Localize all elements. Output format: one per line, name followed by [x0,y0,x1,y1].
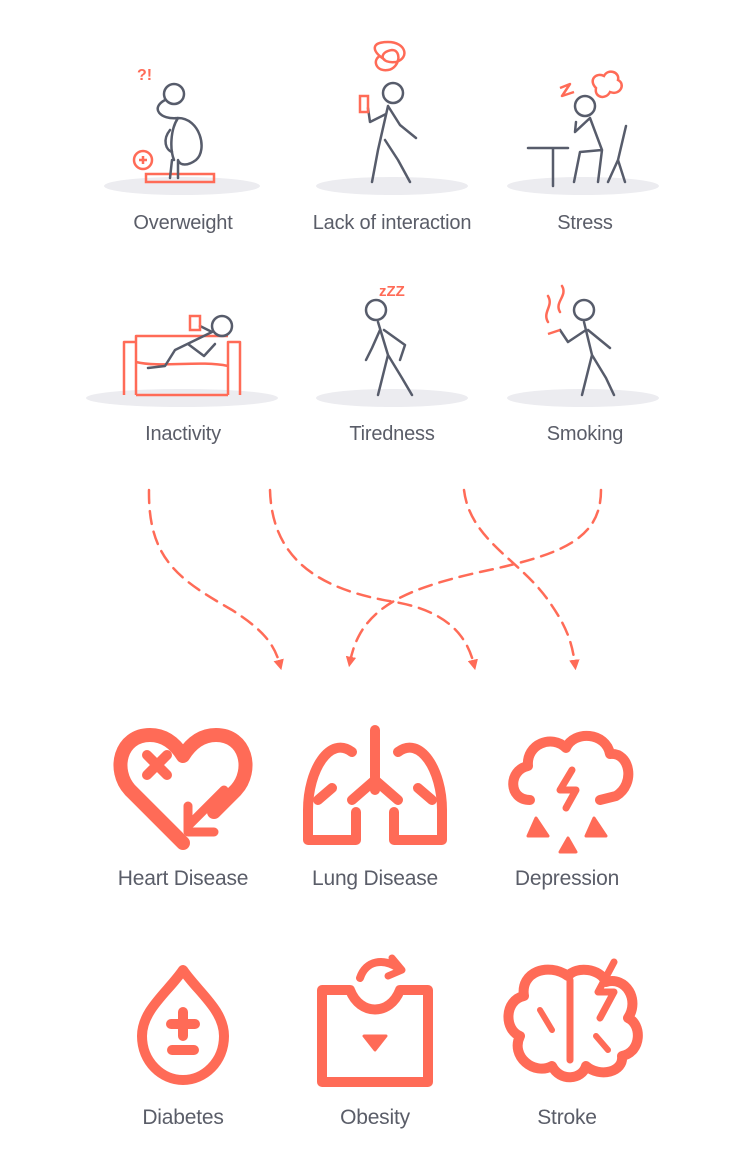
smoking-figure-icon [507,284,659,407]
cause-label-lack-of-interaction: Lack of interaction [312,212,472,234]
stressed-desk-figure-icon [507,70,659,195]
cause-label-overweight: Overweight [133,212,233,234]
arrow-inactivity-heart [147,488,284,671]
overweight-figure-icon: ?! [104,67,260,195]
phone-user-figure-icon [316,40,468,195]
brain-lightning-icon [503,958,643,1083]
blood-drop-plus-minus-icon [137,965,229,1085]
disease-label-obesity: Obesity [340,1106,410,1129]
cause-label-inactivity: Inactivity [145,423,221,445]
disease-label-lung: Lung Disease [311,867,439,890]
cause-label-tiredness: Tiredness [349,423,435,445]
sleep-glyph: zZZ [379,283,405,300]
confusion-glyph: ?! [137,67,152,84]
arrow-tiredness-obesity [268,488,478,671]
sleepy-walking-figure-icon: zZZ [316,283,468,407]
box-arrow-icon [317,954,433,1087]
disease-label-depression: Depression [514,867,620,890]
disease-label-diabetes: Diabetes [142,1106,224,1129]
cause-label-smoking: Smoking [546,423,624,445]
storm-cloud-icon [508,730,634,854]
disease-label-stroke: Stroke [537,1106,597,1129]
arrow-smoking-lung [345,488,603,668]
cause-disease-arrows [147,488,603,671]
disease-label-heart: Heart Disease [117,867,249,890]
couch-figure-icon [86,314,278,407]
lungs-icon [303,725,447,845]
cause-label-stress: Stress [557,212,613,234]
heart-x-icon [113,728,253,850]
arrow-stress-depression [462,488,580,671]
